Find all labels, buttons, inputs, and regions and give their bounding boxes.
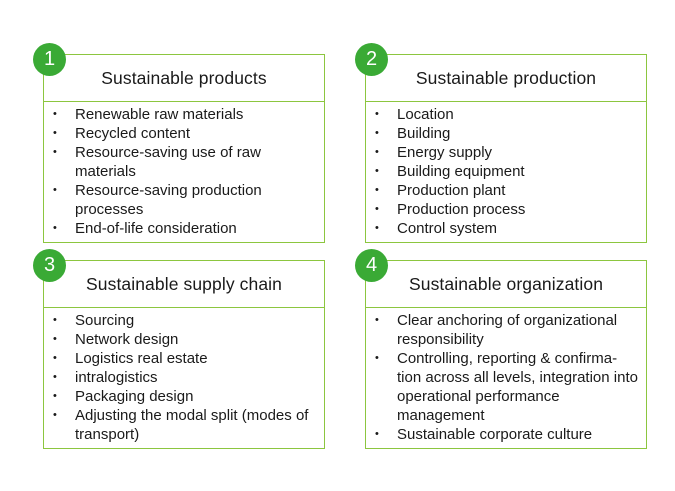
number-badge-3: 3 — [33, 249, 66, 282]
list-item: •Control system — [375, 220, 498, 237]
list-item: •Renewable raw materials — [53, 106, 244, 123]
bullet-list: •Location •Building •Energy supply •Buil… — [366, 105, 646, 238]
card-header: Sustainable organization — [366, 261, 646, 308]
bullet-list: •Clear anchoring of organizational respo… — [366, 311, 646, 444]
bullet-icon: • — [375, 203, 379, 215]
bullet-icon: • — [53, 108, 57, 120]
list-item: •End-of-life consideration — [53, 220, 237, 237]
list-item: •Recycled content — [53, 125, 191, 142]
list-item: •Energy supply — [375, 144, 493, 161]
card-body: •Sourcing •Network design •Logistics rea… — [44, 308, 324, 444]
bullet-list: •Sourcing •Network design •Logistics rea… — [44, 311, 324, 444]
card-title: Sustainable products — [101, 67, 267, 88]
bullet-icon: • — [53, 409, 57, 421]
list-item: •Sustainable corporate culture — [375, 426, 593, 443]
bullet-icon: • — [53, 184, 57, 196]
list-item: •Building equipment — [375, 163, 525, 180]
card-sustainable-supply-chain: Sustainable supply chain •Sourcing •Netw… — [43, 260, 325, 449]
list-item: •Production process — [375, 201, 526, 218]
bullet-icon: • — [53, 352, 57, 364]
list-item: •Resource-saving use of raw materials — [53, 144, 261, 180]
badge-number: 4 — [365, 254, 378, 276]
bullet-list: •Renewable raw materials •Recycled conte… — [44, 105, 324, 238]
list-item: •Logistics real estate — [53, 350, 208, 367]
card-title: Sustainable supply chain — [85, 273, 282, 294]
bullet-icon: • — [53, 127, 57, 139]
badge-number: 2 — [365, 48, 378, 70]
list-item: •Packaging design — [53, 388, 194, 405]
bullet-icon: • — [375, 108, 379, 120]
list-item: •Network design — [53, 331, 179, 348]
card-sustainable-organization: Sustainable organization •Clear anchorin… — [365, 260, 647, 449]
card-sustainable-products: Sustainable products •Renewable raw mate… — [43, 54, 325, 243]
bullet-icon: • — [53, 333, 57, 345]
bullet-icon: • — [375, 222, 379, 234]
bullet-icon: • — [53, 222, 57, 234]
number-badge-1: 1 — [33, 43, 66, 76]
bullet-icon: • — [375, 127, 379, 139]
card-header: Sustainable supply chain — [44, 261, 324, 308]
number-badge-2: 2 — [355, 43, 388, 76]
list-item: •intralogistics — [53, 369, 158, 386]
bullet-icon: • — [53, 314, 57, 326]
bullet-icon: • — [375, 146, 379, 158]
list-item: •Sourcing — [53, 312, 135, 329]
card-body: •Renewable raw materials •Recycled conte… — [44, 102, 324, 238]
card-header: Sustainable production — [366, 55, 646, 102]
bullet-icon: • — [375, 352, 379, 364]
card-body: •Location •Building •Energy supply •Buil… — [366, 102, 646, 238]
bullet-icon: • — [53, 371, 57, 383]
badge-number: 1 — [43, 48, 56, 70]
card-title: Sustainable organization — [408, 273, 604, 294]
list-item: •Location — [375, 106, 454, 123]
bullet-icon: • — [53, 390, 57, 402]
bullet-icon: • — [375, 165, 379, 177]
card-body: •Clear anchoring of organizational respo… — [366, 308, 646, 444]
badge-number: 3 — [43, 254, 56, 276]
bullet-icon: • — [375, 314, 379, 326]
list-item: •Clear anchoring of organizational respo… — [375, 312, 618, 348]
card-title: Sustainable production — [415, 67, 597, 88]
card-header: Sustainable products — [44, 55, 324, 102]
bullet-icon: • — [375, 428, 379, 440]
list-item: •Controlling, reporting & confirma-tion … — [375, 350, 638, 424]
list-item: •Production plant — [375, 182, 506, 199]
list-item: •Adjusting the modal split (modes of tra… — [53, 407, 309, 443]
list-item: •Building — [375, 125, 451, 142]
list-item: •Resource-saving production processes — [53, 182, 262, 218]
bullet-icon: • — [53, 146, 57, 158]
bullet-icon: • — [375, 184, 379, 196]
number-badge-4: 4 — [355, 249, 388, 282]
card-sustainable-production: Sustainable production •Location •Buildi… — [365, 54, 647, 243]
